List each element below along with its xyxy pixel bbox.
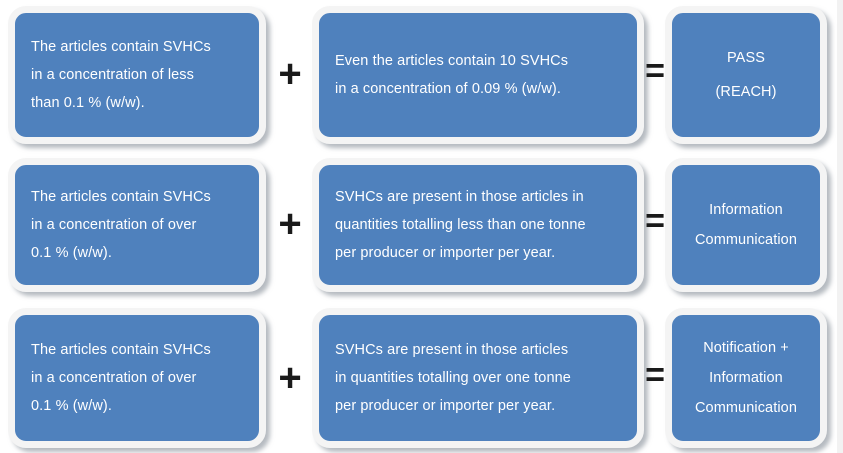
quantity-line: SVHCs are present in those articles in: [335, 189, 584, 205]
diagram-row-2: The articles contain SVHCs in a concentr…: [0, 158, 843, 292]
condition-box-row-3[interactable]: The articles contain SVHCs in a concentr…: [8, 308, 266, 448]
quantity-line: per producer or importer per year.: [335, 398, 556, 414]
condition-box-row-2[interactable]: The articles contain SVHCs in a concentr…: [8, 158, 266, 292]
condition-line: in a concentration of less: [31, 67, 194, 83]
diagram-row-1: The articles contain SVHCs in a concentr…: [0, 6, 843, 144]
condition-line: 0.1 % (w/w).: [31, 398, 112, 414]
plus-operator-row-3: +: [278, 356, 302, 400]
diagram-row-3: The articles contain SVHCs in a concentr…: [0, 308, 843, 448]
right-edge-band: [837, 0, 843, 453]
outcome-line: Information: [709, 370, 783, 386]
outcome-box-row-3[interactable]: Notification + Information Communication: [665, 308, 827, 448]
outcome-box-row-1[interactable]: PASS (REACH): [665, 6, 827, 144]
outcome-line: PASS: [726, 50, 765, 66]
equals-operator-row-1: =: [645, 52, 665, 90]
outcome-text-row-3: Notification + Information Communication: [672, 333, 820, 423]
quantity-line: SVHCs are present in those articles: [335, 342, 569, 358]
equals-operator-row-3: =: [645, 356, 665, 394]
quantity-line: in quantities totalling over one tonne: [335, 370, 571, 386]
quantity-box-row-1[interactable]: Even the articles contain 10 SVHCs in a …: [312, 6, 644, 144]
condition-line: in a concentration of over: [31, 370, 197, 386]
outcome-text-row-2: Information Communication: [672, 195, 820, 255]
condition-text-row-3: The articles contain SVHCs in a concentr…: [15, 336, 259, 420]
outcome-line: Communication: [694, 232, 798, 248]
outcome-line: Information: [709, 202, 783, 218]
condition-text-row-1: The articles contain SVHCs in a concentr…: [15, 33, 259, 117]
condition-line: in a concentration of over: [31, 217, 197, 233]
condition-box-row-1[interactable]: The articles contain SVHCs in a concentr…: [8, 6, 266, 144]
outcome-box-row-2[interactable]: Information Communication: [665, 158, 827, 292]
quantity-line: Even the articles contain 10 SVHCs: [335, 53, 569, 69]
quantity-box-row-2[interactable]: SVHCs are present in those articles in q…: [312, 158, 644, 292]
condition-line: The articles contain SVHCs: [31, 342, 211, 358]
quantity-line: quantities totalling less than one tonne: [335, 217, 586, 233]
outcome-line: Communication: [694, 400, 798, 416]
quantity-box-row-3[interactable]: SVHCs are present in those articles in q…: [312, 308, 644, 448]
plus-operator-row-2: +: [278, 202, 302, 246]
quantity-text-row-3: SVHCs are present in those articles in q…: [319, 336, 637, 420]
outcome-text-row-1: PASS (REACH): [672, 41, 820, 109]
quantity-line: in a concentration of 0.09 % (w/w).: [335, 81, 561, 97]
quantity-text-row-2: SVHCs are present in those articles in q…: [319, 183, 637, 267]
condition-line: The articles contain SVHCs: [31, 189, 211, 205]
quantity-text-row-1: Even the articles contain 10 SVHCs in a …: [319, 47, 637, 103]
outcome-line: Notification +: [703, 340, 789, 356]
outcome-line: (REACH): [715, 84, 777, 100]
equals-operator-row-2: =: [645, 202, 665, 240]
condition-line: than 0.1 % (w/w).: [31, 95, 145, 111]
quantity-line: per producer or importer per year.: [335, 245, 556, 261]
condition-text-row-2: The articles contain SVHCs in a concentr…: [15, 183, 259, 267]
plus-operator-row-1: +: [278, 52, 302, 96]
condition-line: 0.1 % (w/w).: [31, 245, 112, 261]
condition-line: The articles contain SVHCs: [31, 39, 211, 55]
